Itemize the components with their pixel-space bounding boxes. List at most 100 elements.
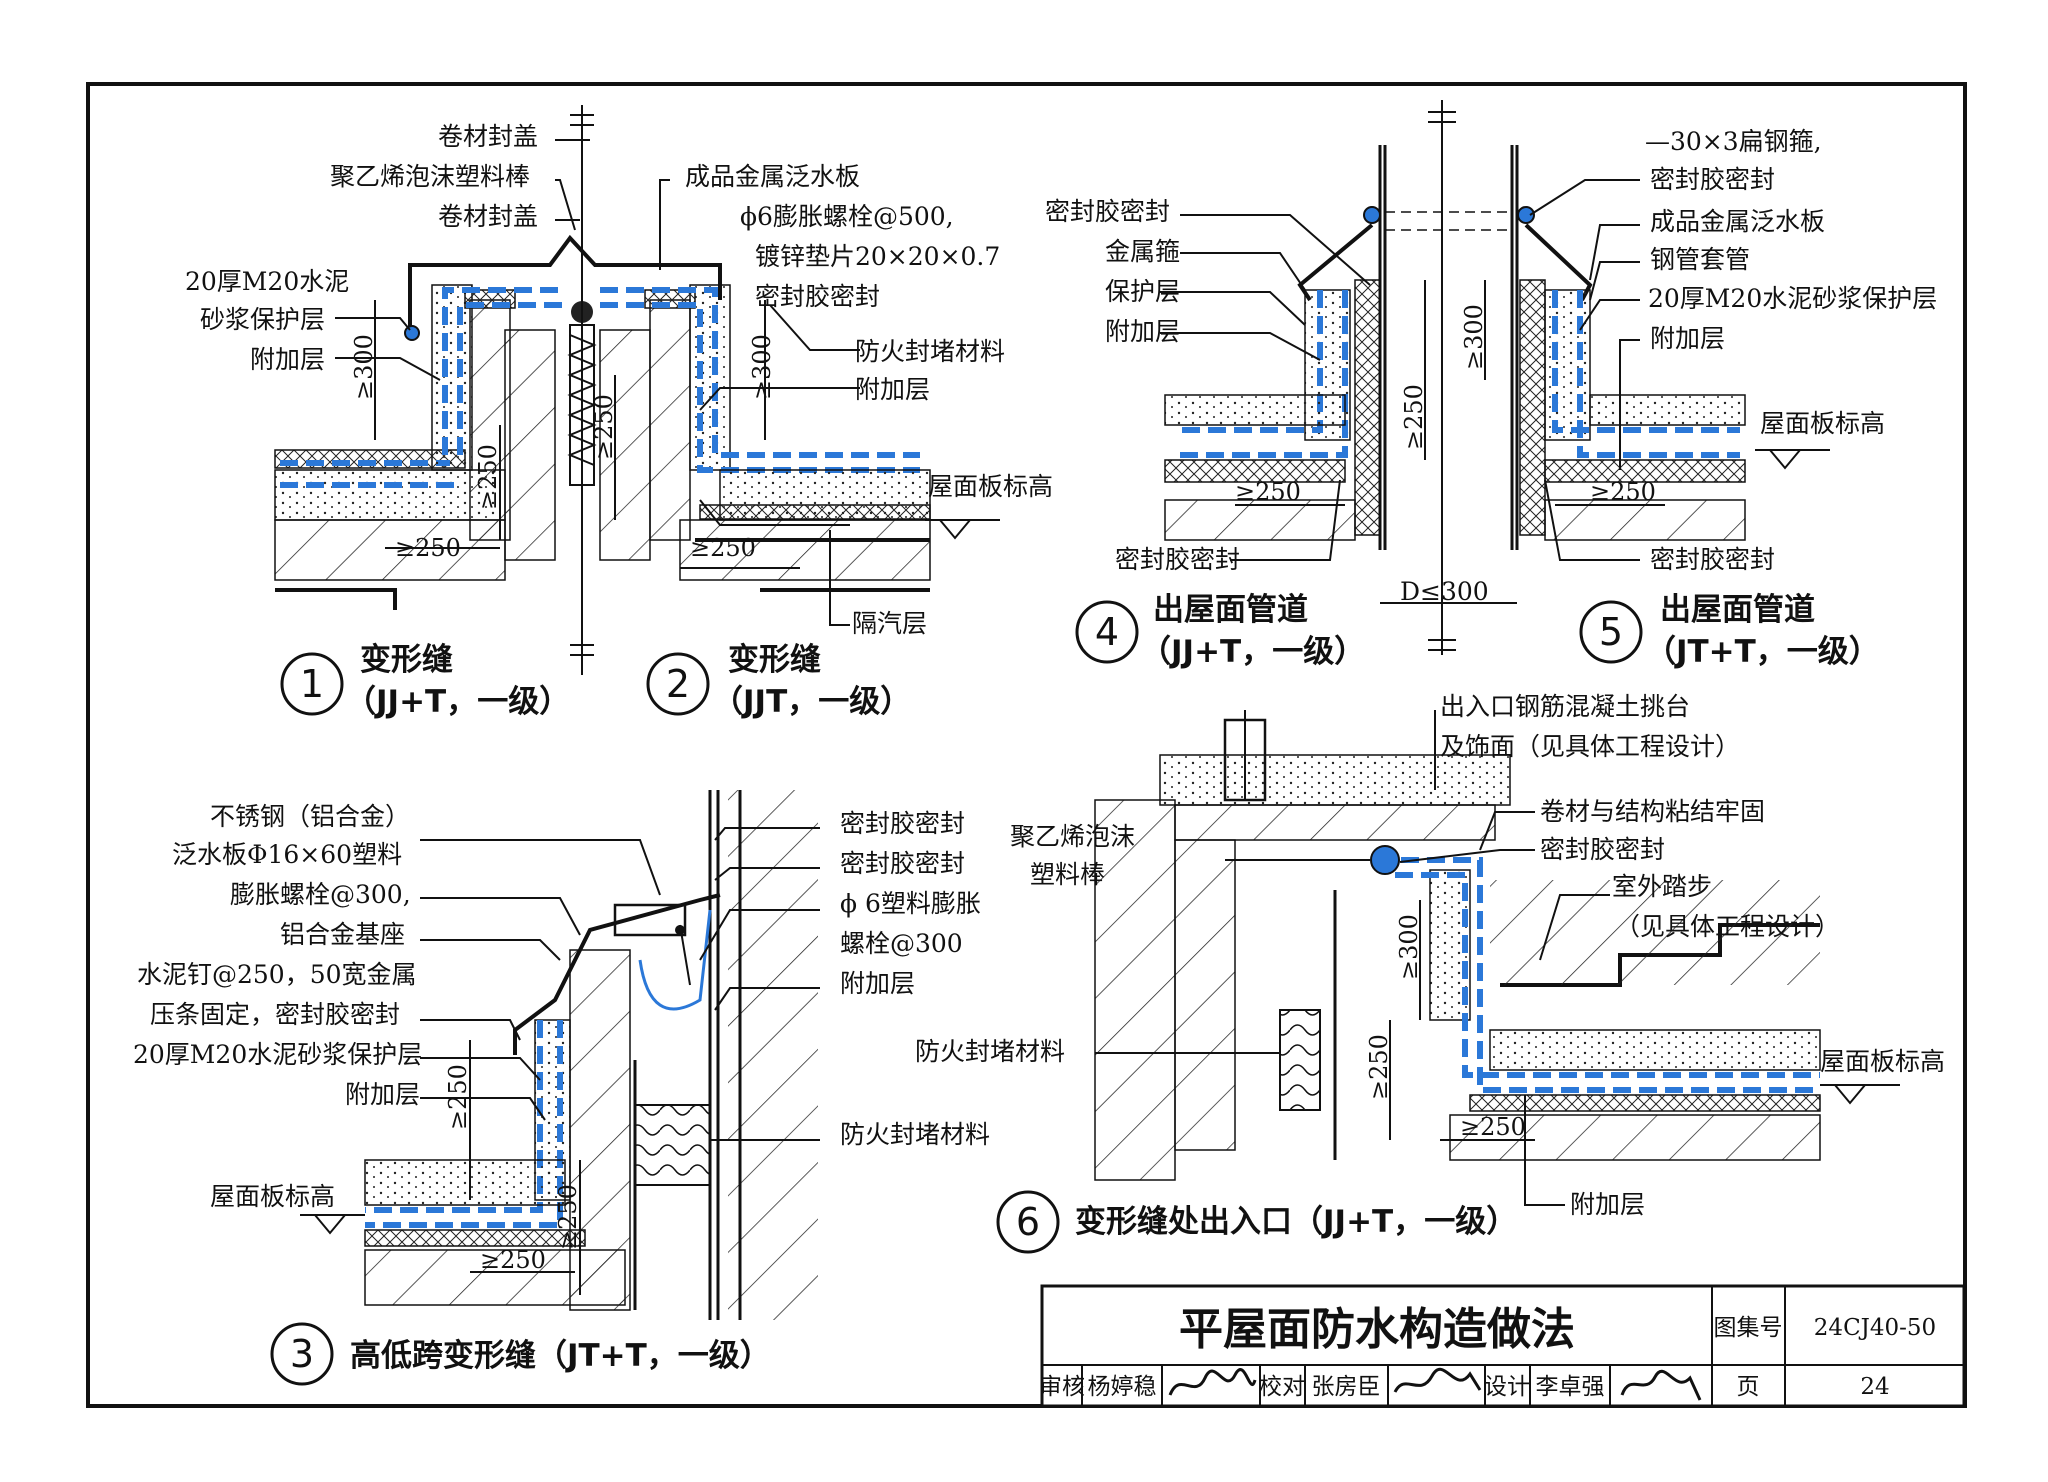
atlas-label: 图集号 <box>1714 1315 1783 1341</box>
dim-250-d6-v: ≥250 <box>1365 1034 1393 1100</box>
detail-6-drawing <box>1094 710 1900 1206</box>
label-sealant-top-4: 密封胶密封 <box>1045 197 1170 226</box>
reviewer: 杨婷稳 <box>1088 1374 1157 1400</box>
detail-5-number-circle <box>1579 600 1643 664</box>
reviewer-signature <box>1168 1368 1257 1396</box>
dim-250-d5-h: ≥250 <box>1590 478 1656 506</box>
detail-3-number-circle <box>270 1322 334 1386</box>
label-sealant-3b: 密封胶密封 <box>840 849 965 878</box>
detail-1-number: 1 <box>300 662 324 706</box>
detail-5-number: 5 <box>1599 610 1623 654</box>
dim-300-d2: ≥300 <box>748 334 776 400</box>
detail-6-number-circle <box>996 1190 1060 1254</box>
label-flat-steel-2: 密封胶密封 <box>1650 165 1775 194</box>
label-add-layer-5: 附加层 <box>1650 324 1725 353</box>
label-canopy-1: 出入口钢筋混凝土挑台 <box>1440 692 1690 721</box>
label-sealant-6: 密封胶密封 <box>1540 835 1665 864</box>
dim-300-d1: ≥300 <box>350 334 378 400</box>
label-stainless-2: 泛水板Φ16×60塑料 <box>172 840 402 869</box>
page-label: 页 <box>1737 1374 1760 1400</box>
label-roof-level-1: 屋面板标高 <box>928 472 1053 501</box>
label-fire-seal-3: 防火封堵材料 <box>840 1120 990 1149</box>
dim-250-d4-v: ≥250 <box>1400 384 1428 450</box>
label-nail-2: 压条固定，密封胶密封 <box>150 1000 400 1029</box>
label-pe-2: 塑料棒 <box>1030 860 1105 889</box>
label-anchor-2: 螺栓@300 <box>840 929 963 958</box>
detail-4-sub: （JJ+T，一级） <box>1140 634 1365 670</box>
label-metal-flashing: 成品金属泛水板 <box>685 162 860 191</box>
label-roll-bond: 卷材与结构粘结牢固 <box>1540 797 1765 826</box>
detail-6-number: 6 <box>1016 1200 1040 1244</box>
label-mortar-2: 砂浆保护层 <box>200 305 325 334</box>
dim-250-d2-h: ≥250 <box>690 534 756 562</box>
detail-1-title: 变形缝 <box>360 642 453 678</box>
label-bolt-1: ϕ6膨胀螺栓@500, <box>740 202 954 231</box>
label-add-layer-3r: 附加层 <box>840 969 915 998</box>
dim-250-d3-h: ≥250 <box>480 1246 546 1274</box>
label-add-layer-3: 附加层 <box>345 1080 420 1109</box>
detail-1-number-circle <box>280 652 344 716</box>
detail-4-title: 出屋面管道 <box>1153 592 1308 628</box>
label-d-dim: D≤300 <box>1400 577 1489 606</box>
detail-1-sub: （JJ+T，一级） <box>345 684 570 720</box>
label-step-1: 室外踏步 <box>1612 872 1712 901</box>
label-sealant-bottom-4: 密封胶密封 <box>1115 545 1240 574</box>
dim-250-d4-h: ≥250 <box>1235 478 1301 506</box>
label-steel-sleeve: 钢管套管 <box>1650 245 1750 274</box>
check-label: 校对 <box>1259 1374 1305 1400</box>
dim-300-d6: ≥300 <box>1395 914 1423 980</box>
detail-2-sub: （JJT，一级） <box>712 684 911 720</box>
label-add-layer-6: 附加层 <box>1570 1190 1645 1219</box>
label-stainless-3: 膨胀螺栓@300, <box>230 880 411 909</box>
detail-4-number-circle <box>1075 600 1139 664</box>
label-mortar-3: 20厚M20水泥砂浆保护层 <box>133 1040 422 1069</box>
designer: 李卓强 <box>1536 1374 1605 1400</box>
atlas-no: 24CJ40-50 <box>1814 1315 1936 1341</box>
label-metal-hoop: 金属箍 <box>1105 237 1180 266</box>
label-step-2: （见具体工程设计） <box>1615 912 1840 941</box>
label-fire-seal-6: 防火封堵材料 <box>915 1037 1065 1066</box>
detail-2-number: 2 <box>666 662 690 706</box>
detail-3-drawing <box>300 790 820 1320</box>
label-pe-1: 聚乙烯泡沫 <box>1010 822 1135 851</box>
label-roof-level-3: 屋面板标高 <box>210 1182 335 1211</box>
label-sealant-5: 密封胶密封 <box>1650 545 1775 574</box>
dim-250-d3-v1: ≥250 <box>444 1064 472 1130</box>
label-metal-flashing-5: 成品金属泛水板 <box>1650 207 1825 236</box>
label-roll-cap-1: 卷材封盖 <box>438 122 538 151</box>
detail-4-number: 4 <box>1095 610 1119 654</box>
label-sealant: 密封胶密封 <box>755 282 880 311</box>
label-roof-level-5: 屋面板标高 <box>1760 409 1885 438</box>
label-al-base: 铝合金基座 <box>280 920 405 949</box>
label-mortar-5: 20厚M20水泥砂浆保护层 <box>1648 284 1937 313</box>
label-anchor-1: ϕ 6塑料膨胀 <box>840 889 981 918</box>
label-fire-seal: 防火封堵材料 <box>855 337 1005 366</box>
page-no: 24 <box>1860 1374 1889 1400</box>
detail-3-title: 高低跨变形缝（JT+T，一级） <box>350 1338 771 1374</box>
designer-signature <box>1620 1369 1702 1401</box>
label-nail-1: 水泥钉@250，50宽金属 <box>137 960 417 989</box>
label-flat-steel-1: —30×3扁钢箍, <box>1645 127 1822 156</box>
label-sealant-3a: 密封胶密封 <box>840 809 965 838</box>
dim-250-d1-v: ≥250 <box>474 444 502 510</box>
detail-5-title: 出屋面管道 <box>1660 592 1815 628</box>
checker-signature <box>1393 1367 1482 1393</box>
detail-6-title: 变形缝处出入口（JJ+T，一级） <box>1075 1204 1517 1240</box>
design-label: 设计 <box>1484 1374 1530 1400</box>
title-block <box>1040 1284 1966 1408</box>
detail-2-number-circle <box>646 652 710 716</box>
detail-3-number: 3 <box>290 1332 314 1376</box>
dim-300-d4: ≥300 <box>1460 304 1488 370</box>
dim-250-d1-h: ≥250 <box>395 534 461 562</box>
label-mortar-1: 20厚M20水泥 <box>185 267 349 296</box>
label-canopy-2: 及饰面（见具体工程设计） <box>1440 732 1740 761</box>
detail-4-5-drawing <box>1160 100 1830 655</box>
review-label: 审核 <box>1039 1374 1085 1400</box>
label-vapor-barrier: 隔汽层 <box>852 609 927 638</box>
label-add-layer-4: 附加层 <box>1105 317 1180 346</box>
detail-5-sub: （JT+T，一级） <box>1645 634 1880 670</box>
dim-250-d2-v: ≥250 <box>590 394 618 460</box>
label-add-layer-left: 附加层 <box>250 345 325 374</box>
label-roll-cap-2: 卷材封盖 <box>438 202 538 231</box>
detail-1-2-drawing <box>274 105 1000 675</box>
